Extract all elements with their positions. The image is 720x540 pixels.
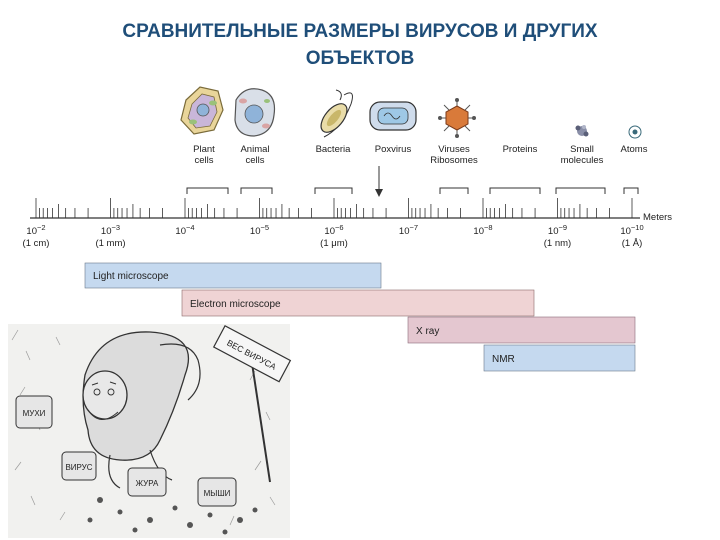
bar-nmr <box>483 344 636 372</box>
bracket-proteins <box>489 187 541 194</box>
object-label-poxvirus: Poxvirus <box>375 144 412 155</box>
object-label-bacteria: Bacteria <box>316 144 352 155</box>
cartoon-jar-2: ВИРУС <box>61 451 97 481</box>
bar-electron-microscope <box>181 289 535 317</box>
tick-sublabel: (1 cm) <box>23 238 50 249</box>
bracket-bacteria <box>314 187 353 194</box>
animal-cell-icon <box>234 88 276 137</box>
axis-unit-label: Meters <box>643 212 672 223</box>
tick-label: 10−10 <box>620 223 643 237</box>
object-label-atoms: Atoms <box>621 144 648 155</box>
tick-label: 10−9 <box>548 223 567 237</box>
log-scale-axis <box>30 198 640 219</box>
poxvirus-arrow <box>375 166 383 197</box>
virus-icon <box>438 98 476 138</box>
slide-title-line-2: ОБЪЕКТОВ <box>305 48 415 69</box>
bracket-small-molecules <box>555 187 606 194</box>
poxvirus-icon <box>369 101 417 131</box>
cartoon-jar-label-3: ЖУРА <box>136 479 159 488</box>
tick-label: 10−6 <box>324 223 343 237</box>
cartoon-illustration: ВЕС ВИРУСА МУХИ ВИРУС ЖУРА МЫШИ <box>8 324 292 538</box>
tick-label: 10−8 <box>473 223 492 237</box>
bracket-animal-cells <box>240 187 273 194</box>
cartoon-creatures <box>87 497 258 535</box>
label-electron-microscope: Electron microscope <box>190 299 281 310</box>
bacterium-icon <box>320 89 353 138</box>
method-x-ray: X ray <box>407 316 636 344</box>
bracket-viruses <box>439 187 469 194</box>
tick-sublabel: (1 mm) <box>95 238 125 249</box>
tick-sublabel: (1 Å) <box>622 238 643 249</box>
bar-light-microscope <box>84 262 382 289</box>
tick-sublabel: (1 nm) <box>544 238 571 249</box>
label-nmr: NMR <box>492 354 515 365</box>
slide-title: СРАВНИТЕЛЬНЫЕ РАЗМЕРЫ ВИРУСОВ И ДРУГИХ О… <box>30 18 690 72</box>
label-light-microscope: Light microscope <box>93 271 169 282</box>
tick-sublabel: (1 μm) <box>320 238 348 249</box>
bracket-atoms <box>623 187 639 194</box>
cartoon-jar-label-4: МЫШИ <box>204 489 231 498</box>
cartoon-jar-label-1: МУХИ <box>23 409 46 418</box>
label-x-ray: X ray <box>416 326 439 337</box>
bracket-plant-cells <box>186 187 229 194</box>
atom-icon <box>628 125 642 139</box>
cartoon-signpost <box>249 349 271 483</box>
tick-label: 10−3 <box>101 223 120 237</box>
small-molecule-icon <box>575 125 589 137</box>
slide-title-line-1: СРАВНИТЕЛЬНЫЕ РАЗМЕРЫ ВИРУСОВ И ДРУГИХ <box>122 21 598 42</box>
tick-label: 10−4 <box>175 223 194 237</box>
cartoon-jar-3: ЖУРА <box>127 467 167 497</box>
cartoon-jar-label-2: ВИРУС <box>65 463 92 472</box>
cartoon-jar-4: МЫШИ <box>197 477 237 507</box>
bar-x-ray <box>407 316 636 344</box>
tick-label: 10−5 <box>250 223 269 237</box>
cartoon-jar-1: МУХИ <box>15 395 53 429</box>
cartoon-body <box>82 331 190 461</box>
object-label-proteins: Proteins <box>503 144 538 155</box>
tick-label: 10−2 <box>26 223 45 237</box>
size-range-brackets <box>186 187 639 194</box>
method-light-microscope: Light microscope <box>84 262 382 289</box>
method-nmr: NMR <box>483 344 636 372</box>
tick-label: 10−7 <box>399 223 418 237</box>
plant-cell-icon <box>180 86 224 135</box>
method-electron-microscope: Electron microscope <box>181 289 535 317</box>
